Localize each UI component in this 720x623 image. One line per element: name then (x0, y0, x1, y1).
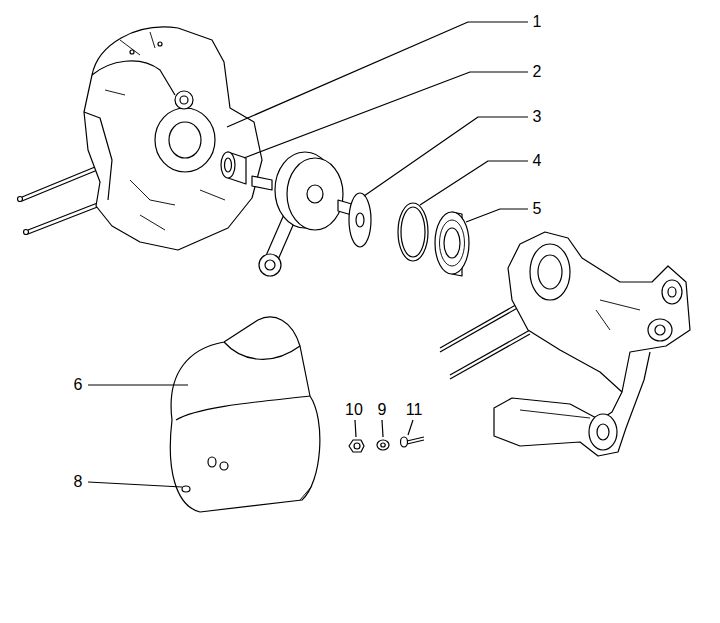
ring-inner (401, 207, 425, 257)
leader-line (382, 420, 383, 437)
mounting-boss (648, 319, 672, 341)
shaft-stub (252, 176, 272, 190)
pivot-bore (597, 424, 609, 440)
bearing-race (440, 220, 465, 266)
nut (349, 440, 364, 452)
crankcase-outline (84, 27, 262, 250)
casting-edge (84, 112, 112, 200)
small-end (259, 254, 281, 276)
ball-bearing (435, 212, 469, 276)
pivot-tube (589, 414, 617, 450)
cover-screw (182, 486, 190, 492)
bearing-bore (169, 122, 201, 158)
stud (440, 302, 528, 352)
callout-number: 6 (74, 377, 83, 393)
callout-number: 8 (74, 474, 83, 490)
mounting-hole (668, 287, 676, 297)
leader-line (244, 72, 528, 158)
bushing-seat-bore (180, 96, 188, 104)
callout-number: 3 (533, 109, 542, 125)
roller-bushing (221, 152, 246, 184)
callout-number: 9 (378, 402, 387, 418)
stud (450, 334, 530, 379)
fan-cover (170, 317, 320, 512)
leader-line (88, 384, 188, 385)
cover-hole (220, 462, 228, 470)
nut-bore (354, 443, 360, 449)
mounting-hole (655, 325, 665, 335)
cover-ridge (224, 342, 300, 359)
washer-bore (381, 443, 385, 447)
leader-line (364, 117, 528, 196)
callout-number: 11 (406, 402, 423, 418)
ring-outer (398, 203, 428, 261)
cover-edge (176, 396, 310, 420)
stud-end (18, 197, 23, 202)
bushing-face (221, 152, 235, 178)
casting-detail (105, 32, 155, 95)
casting-detail (520, 300, 640, 418)
callout-number: 10 (345, 402, 363, 418)
fasteners (349, 437, 424, 452)
casting-hole (130, 50, 134, 54)
callout-number: 2 (533, 64, 542, 80)
bushing-bore (225, 158, 232, 172)
leader-line (466, 209, 528, 222)
callout-number: 4 (533, 153, 542, 169)
callout-number: 5 (533, 201, 542, 217)
crank-pin (307, 185, 323, 203)
stud-end (24, 230, 29, 235)
mounting-boss (662, 280, 682, 304)
small-end-bore (265, 260, 275, 270)
screw-head (182, 486, 190, 492)
crank-web (287, 158, 343, 230)
disc-bore (356, 213, 364, 227)
stud (450, 330, 530, 375)
right-crankcase (440, 232, 690, 456)
left-crankcase (18, 27, 263, 250)
cover-outline (170, 317, 320, 512)
cover-detail (300, 486, 312, 500)
leader-line (88, 482, 182, 487)
washer (377, 440, 389, 450)
crankshaft (252, 152, 362, 276)
shim-disc (349, 193, 371, 247)
cooling-shroud (92, 61, 175, 95)
casting-detail (130, 180, 225, 230)
callout-number: 1 (533, 14, 542, 30)
leader-line (420, 161, 528, 205)
bearing-housing (155, 108, 215, 172)
leader-line (408, 420, 413, 435)
leader-line (227, 22, 528, 127)
cover-hole (208, 457, 216, 467)
bearing-bore (444, 228, 460, 258)
bearing-face (435, 212, 469, 274)
leader-line (355, 420, 356, 437)
circlip (398, 203, 428, 261)
leader-lines (88, 22, 528, 487)
bearing-bore (530, 244, 570, 300)
crankcase-outline (494, 232, 690, 456)
casting-hole (158, 42, 162, 46)
bushing-seat (175, 91, 193, 109)
screw-shank (407, 440, 424, 444)
disc (349, 193, 371, 247)
bearing-bore-inner (538, 255, 562, 289)
screw-head (401, 437, 408, 447)
